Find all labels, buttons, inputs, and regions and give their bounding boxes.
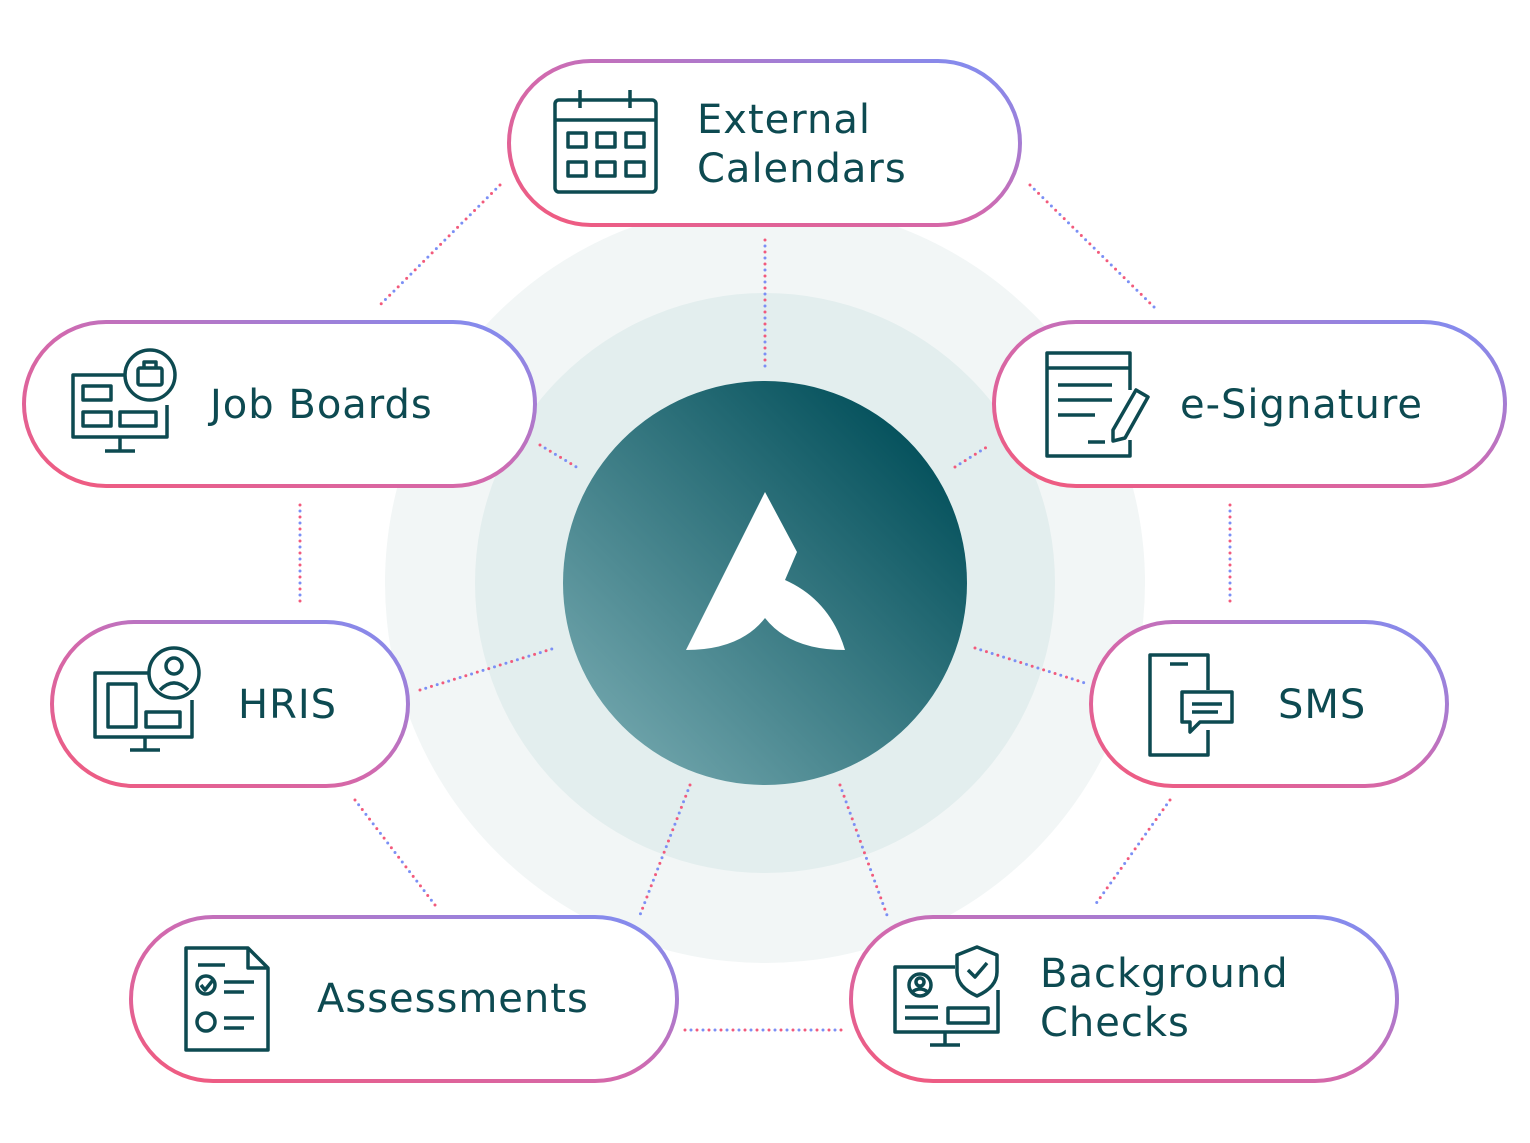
label-assessments: Assessments <box>317 975 589 1024</box>
label-line: HRIS <box>238 682 338 728</box>
label-line: External <box>697 97 871 143</box>
label-line: e-Signature <box>1180 382 1424 428</box>
label-line: Checks <box>1040 1000 1190 1046</box>
monitor-user-icon <box>93 646 201 752</box>
label-hris: HRIS <box>238 681 337 730</box>
label-job-boards: Job Boards <box>210 381 433 430</box>
brand-logo-icon <box>686 492 845 650</box>
job-board-monitor-icon <box>71 348 177 453</box>
label-external-calendars: External Calendars <box>697 96 907 194</box>
label-sms: SMS <box>1278 681 1366 730</box>
center-hub <box>563 381 967 785</box>
node-e-signature[interactable] <box>992 320 1507 488</box>
label-line: Job Boards <box>210 382 433 428</box>
node-hris[interactable] <box>50 620 410 788</box>
checklist-document-icon <box>184 946 270 1052</box>
calendar-icon <box>553 90 658 194</box>
label-background-checks: Background Checks <box>1040 950 1289 1048</box>
node-background-checks[interactable] <box>849 915 1399 1083</box>
connectors <box>298 183 1232 1032</box>
label-e-signature: e-Signature <box>1180 381 1423 430</box>
node-sms[interactable] <box>1089 620 1449 788</box>
shield-id-monitor-icon <box>893 945 1000 1047</box>
document-pen-icon <box>1045 351 1150 458</box>
label-line: SMS <box>1278 682 1367 728</box>
label-line: Assessments <box>317 976 589 1022</box>
node-job-boards[interactable] <box>22 320 537 488</box>
phone-chat-icon <box>1148 653 1234 757</box>
node-assessments[interactable] <box>129 915 679 1083</box>
label-line: Calendars <box>697 146 907 192</box>
node-external-calendars[interactable] <box>507 59 1022 227</box>
label-line: Background <box>1040 951 1289 997</box>
